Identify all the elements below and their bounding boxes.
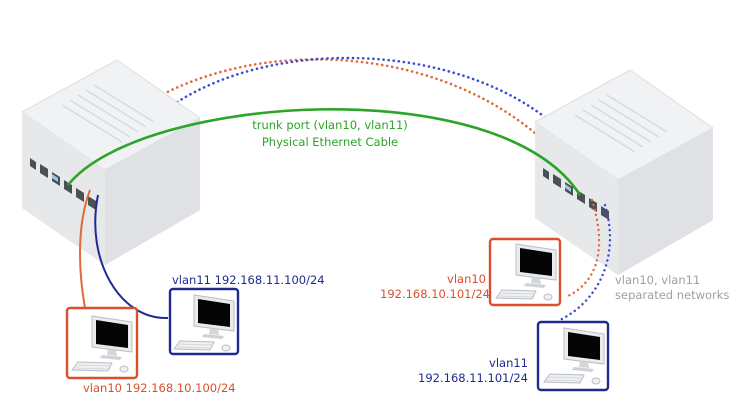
pc-vlan10-left-label: vlan10 192.168.10.100/24 — [83, 381, 236, 395]
trunk-label-line2: Physical Ethernet Cable — [261, 135, 399, 149]
trunk-label-line1: trunk port (vlan10, vlan11) — [252, 118, 408, 132]
separated-networks-note: vlan10, vlan11 separated networks — [615, 273, 729, 303]
pc-vlan10-right-label: vlan10 192.168.10.101/24 — [380, 272, 490, 302]
trunk-label: trunk port (vlan10, vlan11) Physical Eth… — [245, 118, 415, 150]
pc-vlan11-right-vlan: vlan11 — [489, 356, 528, 370]
pc-vlan11-right-ip: 192.168.11.101/24 — [418, 371, 528, 385]
separated-networks-note-line2: separated networks — [615, 288, 730, 302]
pc-vlan10-right — [488, 237, 562, 307]
vlan10-left-cable — [79, 189, 91, 309]
pc-vlan11-left — [168, 287, 240, 356]
pc-vlan10-right-ip: 192.168.10.101/24 — [380, 287, 490, 301]
vlan10-right-drop — [566, 198, 601, 298]
trunk-cable — [66, 107, 582, 196]
pc-vlan11-right-label: vlan11 192.168.11.101/24 — [418, 356, 528, 386]
vlan11-left-cable — [94, 194, 169, 320]
router-left — [21, 59, 201, 266]
pc-vlan10-left — [65, 306, 139, 380]
pc-vlan11-right — [536, 320, 610, 392]
separated-networks-note-line1: vlan10, vlan11 — [615, 273, 701, 287]
pc-vlan11-left-label: vlan11 192.168.11.100/24 — [172, 273, 325, 287]
pc-vlan10-right-vlan: vlan10 — [447, 272, 486, 286]
